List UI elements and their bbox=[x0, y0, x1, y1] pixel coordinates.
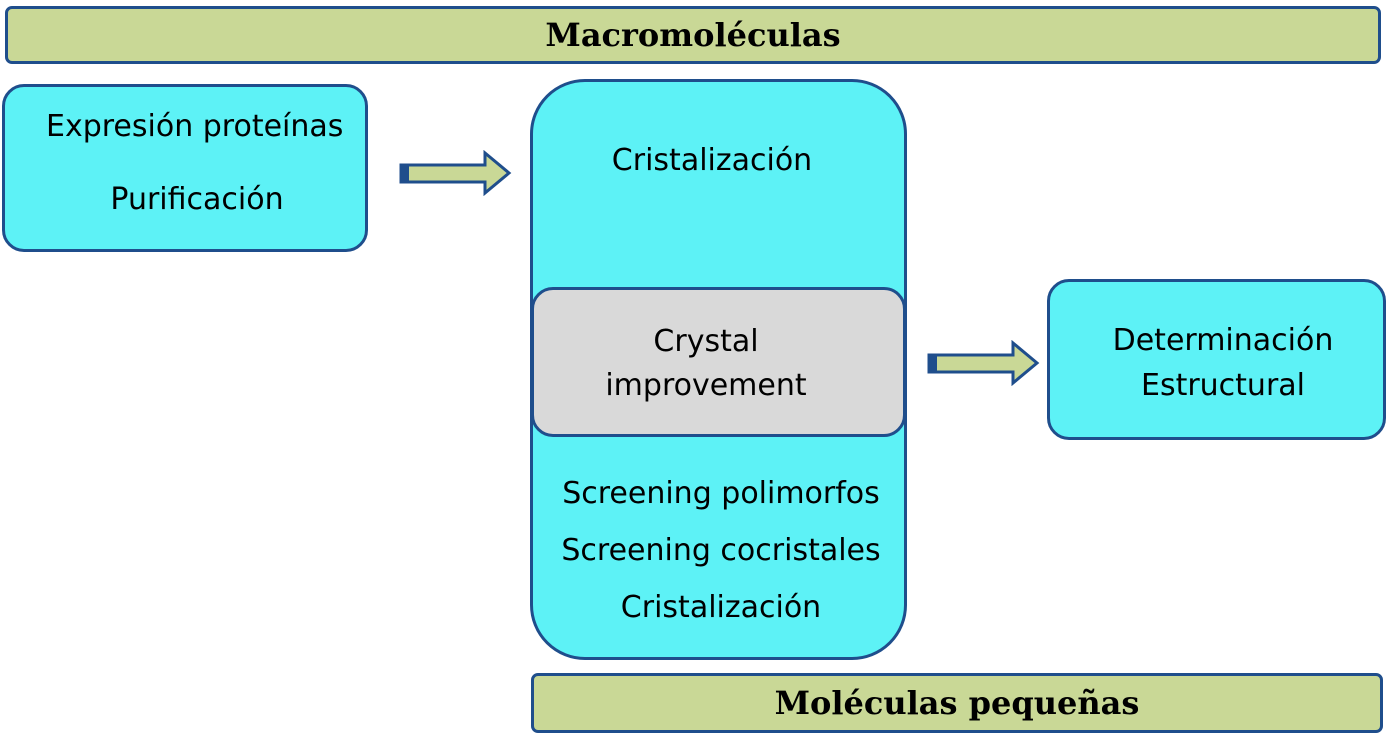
improvement-line-1: Crystal bbox=[653, 324, 759, 359]
box-crystal-improvement bbox=[531, 287, 906, 437]
cryst-bottom-line-cocristales: Screening cocristales bbox=[561, 533, 881, 568]
structure-line-2: Estructural bbox=[1140, 368, 1306, 403]
cryst-top-label: Cristalización bbox=[611, 143, 813, 178]
arrow-right-icon bbox=[927, 340, 1040, 386]
banner-bottom-label: Moléculas pequeñas bbox=[774, 684, 1140, 722]
banner-moleculas-pequenas: Moléculas pequeñas bbox=[531, 673, 1383, 733]
cryst-bottom-line-polimorfos: Screening polimorfos bbox=[562, 476, 880, 511]
arrow-right-icon bbox=[399, 150, 512, 196]
prep-line-expression: Expresión proteínas bbox=[46, 109, 344, 144]
banner-top-label: Macromoléculas bbox=[545, 16, 841, 54]
prep-line-purification: Purificación bbox=[110, 182, 284, 217]
cryst-bottom-line-cristalizacion: Cristalización bbox=[620, 590, 822, 625]
box-protein-preparation bbox=[2, 84, 368, 252]
structure-line-1: Determinación bbox=[1112, 323, 1334, 358]
box-structure-determination bbox=[1047, 279, 1386, 440]
banner-macromoleculas: Macromoléculas bbox=[5, 6, 1381, 64]
improvement-line-2: improvement bbox=[605, 368, 807, 403]
